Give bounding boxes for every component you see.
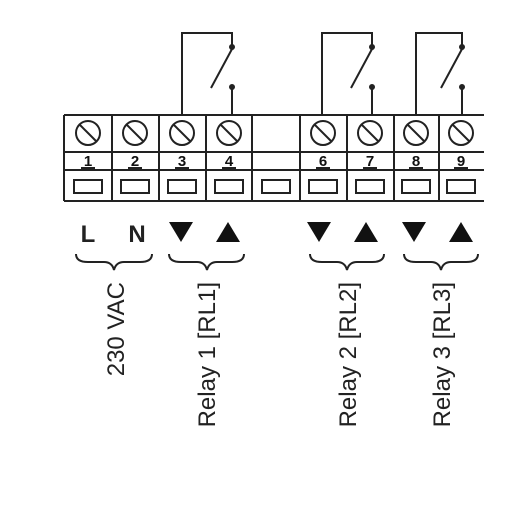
group-label-relay-3: Relay 3 [RL3] xyxy=(429,282,456,427)
screw-icon xyxy=(357,120,383,146)
arrow-up-icon xyxy=(449,222,473,242)
pin-label-neutral: N xyxy=(128,221,145,248)
screw-icon xyxy=(216,120,242,146)
terminal-number: 8 xyxy=(412,153,420,170)
wire-slot xyxy=(73,179,103,194)
wire-slot xyxy=(401,179,431,194)
terminal-number: 9 xyxy=(457,153,465,170)
screw-icon xyxy=(75,120,101,146)
arrow-up-icon xyxy=(354,222,378,242)
brace-relay-1 xyxy=(168,253,245,271)
contact-dot xyxy=(229,84,235,90)
screw-icon xyxy=(310,120,336,146)
wire-slot xyxy=(261,179,291,194)
wire-slot xyxy=(120,179,150,194)
arrow-down-icon xyxy=(402,222,426,242)
contact-dot xyxy=(369,44,375,50)
contact-dot xyxy=(459,44,465,50)
relay-contact-dots xyxy=(229,44,465,90)
screw-icon xyxy=(122,120,148,146)
wire-slot xyxy=(446,179,476,194)
screw-heads xyxy=(75,120,474,146)
relay-1-contact xyxy=(181,32,233,115)
wire-slot xyxy=(214,179,244,194)
relay-2-contact xyxy=(321,32,373,115)
wire-slot xyxy=(308,179,338,194)
wire-slot xyxy=(167,179,197,194)
terminal-number: 1 xyxy=(84,153,92,170)
terminal-block xyxy=(63,114,484,202)
contact-dot xyxy=(229,44,235,50)
group-label-relay-1: Relay 1 [RL1] xyxy=(194,282,221,427)
terminal-number: 2 xyxy=(131,153,139,170)
group-braces xyxy=(75,253,479,271)
terminal-number: 6 xyxy=(319,153,327,170)
brace-relay-2 xyxy=(309,253,385,271)
brace-relay-3 xyxy=(403,253,479,271)
screw-icon xyxy=(403,120,429,146)
terminal-numbers: 1 2 3 4 6 7 8 9 xyxy=(84,153,465,170)
direction-arrows xyxy=(169,222,473,242)
relay-contacts xyxy=(181,32,463,115)
arrow-down-icon xyxy=(307,222,331,242)
contact-dot xyxy=(459,84,465,90)
group-label-relay-2: Relay 2 [RL2] xyxy=(335,282,362,427)
screw-icon xyxy=(169,120,195,146)
screw-icon xyxy=(448,120,474,146)
terminal-number: 4 xyxy=(225,153,234,170)
terminal-number: 7 xyxy=(366,153,374,170)
group-label-230vac: 230 VAC xyxy=(103,282,130,376)
wire-slot xyxy=(355,179,385,194)
terminal-number: 3 xyxy=(178,153,186,170)
arrow-down-icon xyxy=(169,222,193,242)
wire-slots xyxy=(73,179,476,194)
contact-dot xyxy=(369,84,375,90)
brace-230vac xyxy=(75,253,153,271)
relay-3-contact xyxy=(415,32,463,115)
arrow-up-icon xyxy=(216,222,240,242)
pin-label-live: L xyxy=(81,221,96,248)
